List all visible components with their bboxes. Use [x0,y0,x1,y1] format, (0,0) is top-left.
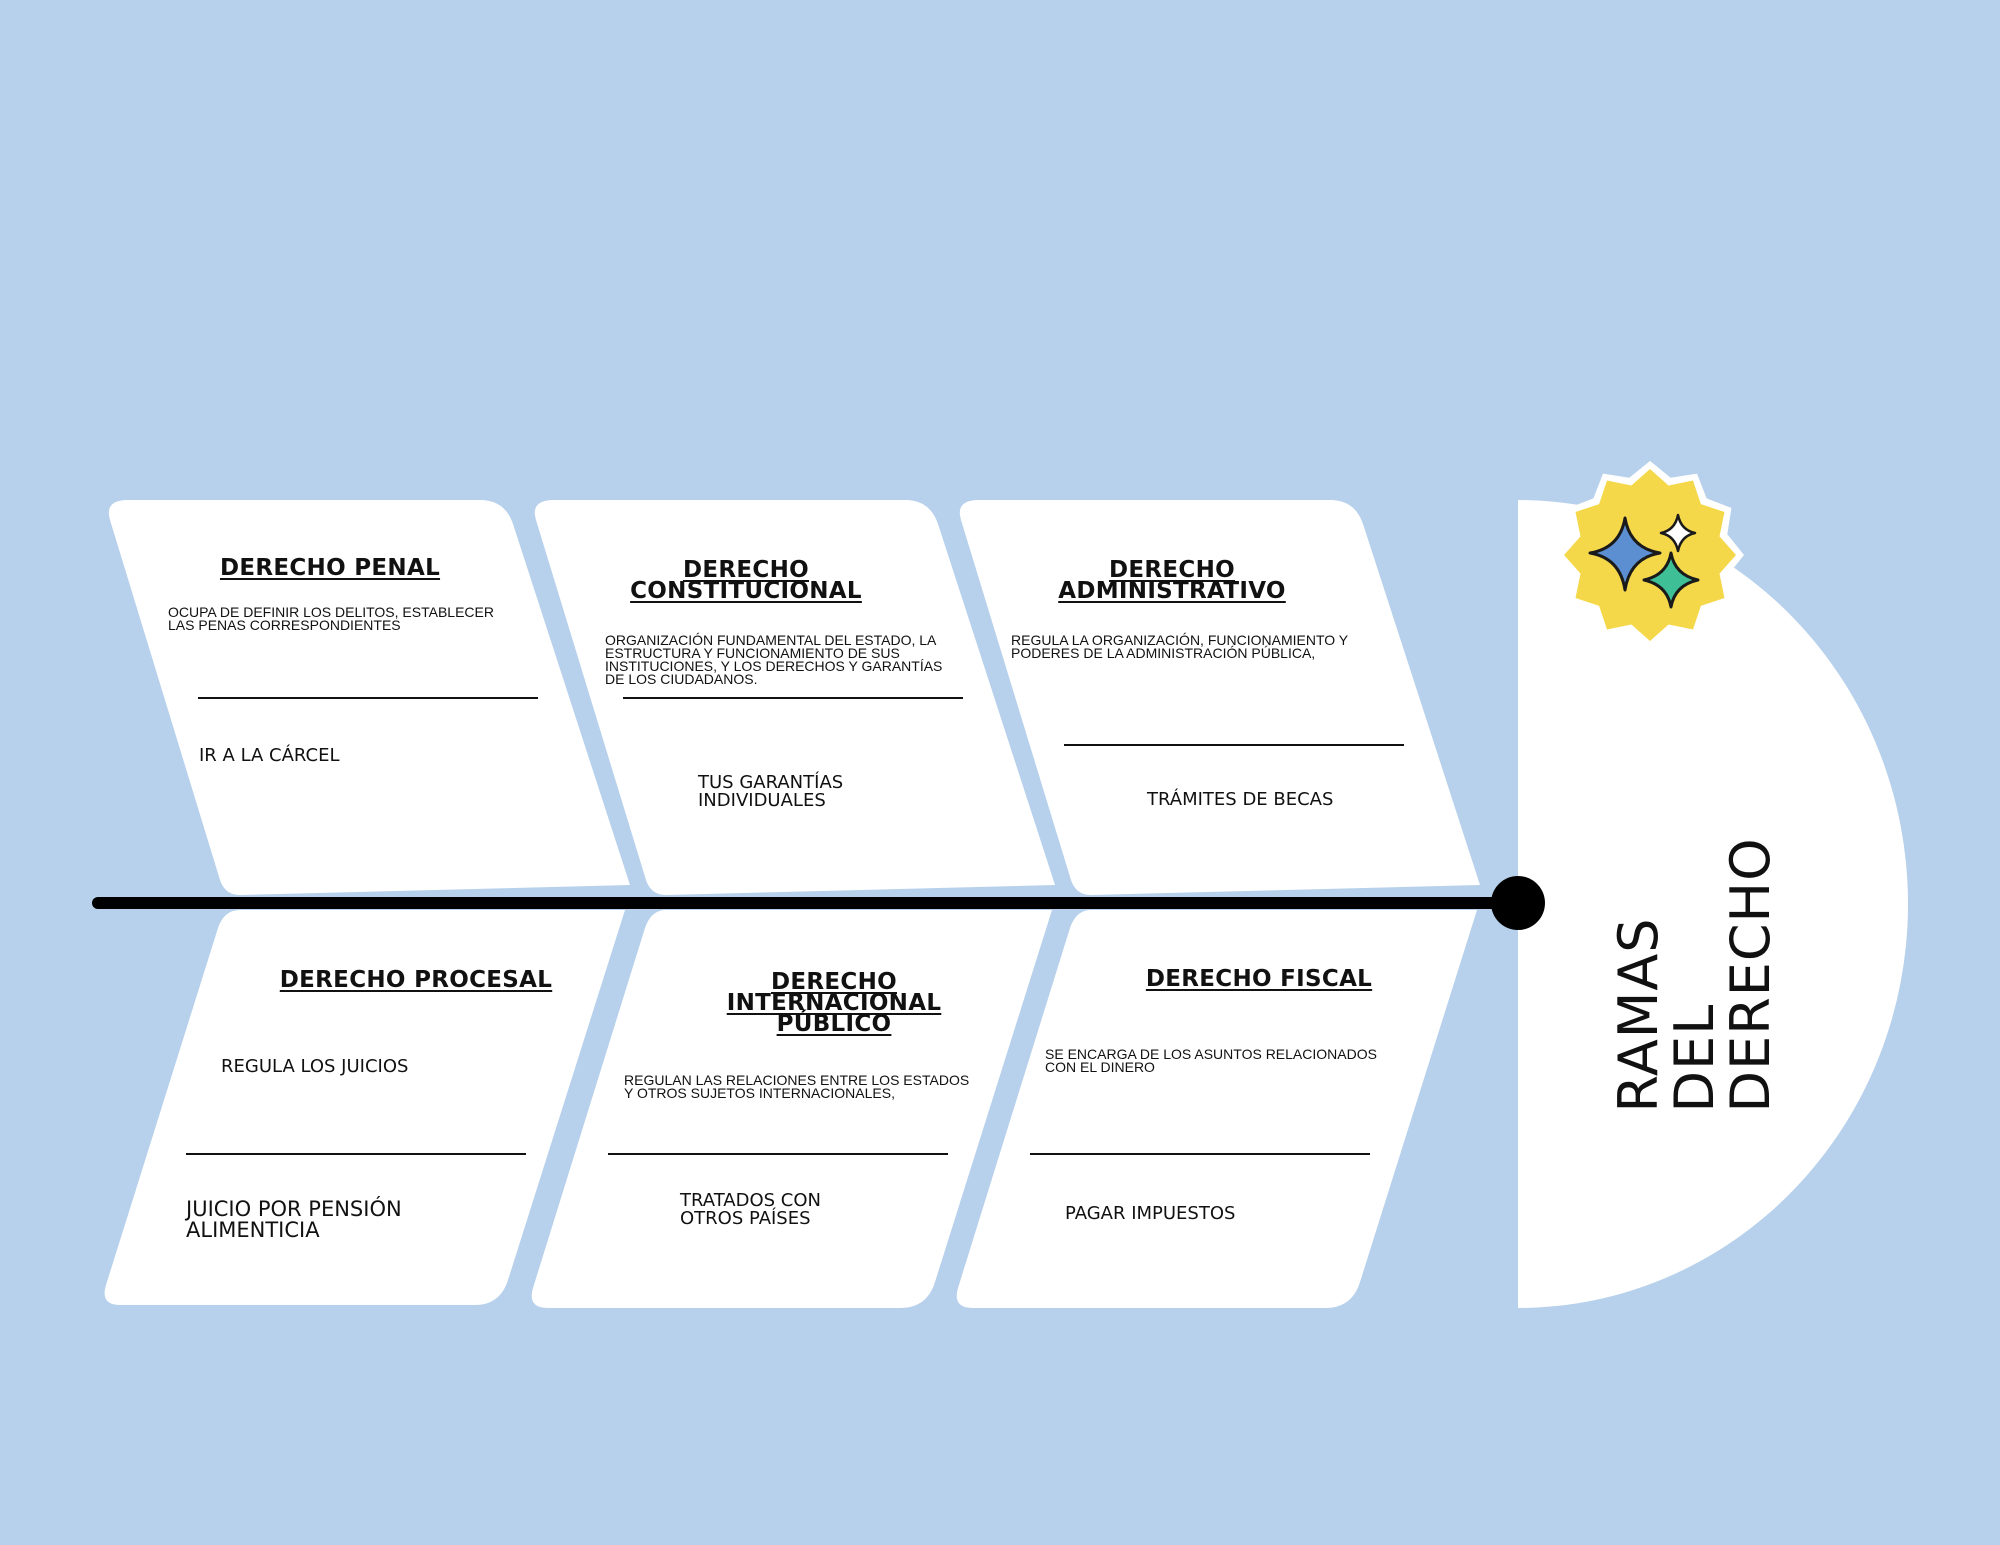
sparkles-icon [1556,461,1744,649]
branch-description-penal: OCUPA DE DEFINIR LOS DELITOS, ESTABLECER… [168,604,494,633]
card-shape-internacional [531,910,1052,1308]
branch-example-procesal: JUICIO POR PENSIÓN ALIMENTICIA [186,1197,402,1242]
branch-example-administrativo: TRÁMITES DE BECAS [1147,789,1334,810]
card-shape-fiscal [956,910,1477,1308]
branch-description-fiscal: SE ENCARGA DE LOS ASUNTOS RELACIONADOS C… [1045,1046,1377,1075]
branch-description-constitucional: ORGANIZACIÓN FUNDAMENTAL DEL ESTADO, LA … [605,632,943,687]
branch-example-constitucional: TUS GARANTÍAS INDIVIDUALES [698,772,844,811]
card-shape-procesal [104,910,626,1305]
branch-title-administrativo: DERECHO ADMINISTRATIVO [1058,557,1286,604]
branch-title-constitucional: DERECHO CONSTITUCIONAL [630,557,862,604]
spine-endpoint [1491,876,1545,930]
branch-title-fiscal: DERECHO FISCAL [1145,966,1373,992]
fish-head [1518,500,1908,1308]
branch-example-internacional: TRATADOS CON OTROS PAÍSES [680,1190,821,1229]
branch-title-internacional: DERECHO INTERNACIONAL PÚBLICO [726,969,942,1037]
card-shape-administrativo [959,500,1480,895]
branch-example-fiscal: PAGAR IMPUESTOS [1065,1203,1236,1224]
branch-note-procesal: REGULA LOS JUICIOS [221,1056,409,1077]
branch-description-administrativo: REGULA LA ORGANIZACIÓN, FUNCIONAMIENTO Y… [1011,632,1349,661]
diagram-title: RAMAS DEL DERECHO [1607,837,1782,1113]
branch-title-procesal: DERECHO PROCESAL [279,967,553,993]
branch-title-penal: DERECHO PENAL [219,555,441,581]
branch-example-penal: IR A LA CÁRCEL [199,745,340,766]
branch-description-internacional: REGULAN LAS RELACIONES ENTRE LOS ESTADOS… [624,1072,970,1101]
